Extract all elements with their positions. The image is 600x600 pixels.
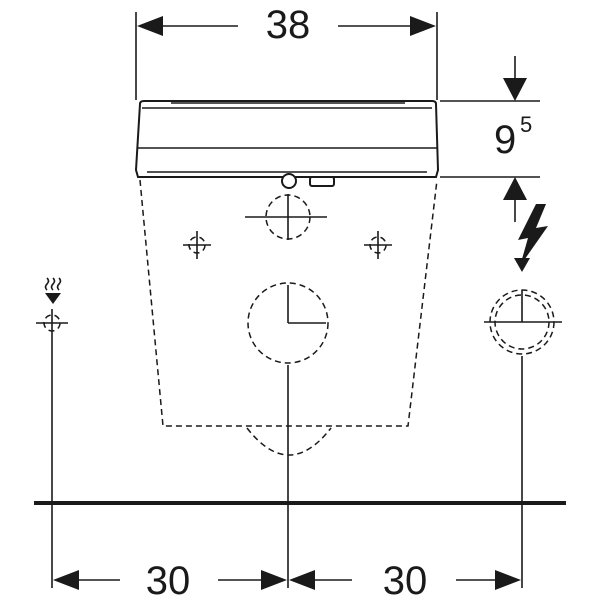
right-height-dimension: 9 5 bbox=[440, 56, 540, 222]
connector-clip bbox=[309, 176, 335, 187]
water-supply-connection bbox=[36, 277, 68, 588]
bottom-right-dimension: 30 bbox=[289, 559, 521, 600]
connector-knob bbox=[281, 173, 297, 189]
electrical-connection bbox=[484, 204, 562, 588]
main-outlet-marker bbox=[247, 282, 329, 588]
lightning-icon bbox=[514, 204, 548, 272]
height-superscript-label: 5 bbox=[520, 112, 532, 137]
upper-drain-marker bbox=[245, 194, 327, 240]
top-width-dimension: 38 bbox=[135, 3, 438, 100]
top-width-label: 38 bbox=[266, 3, 311, 47]
left-spacing-label: 30 bbox=[146, 559, 191, 600]
bottom-left-dimension: 30 bbox=[53, 559, 287, 600]
right-spacing-label: 30 bbox=[383, 559, 428, 600]
bowl-outline bbox=[139, 179, 438, 456]
water-supply-icon bbox=[44, 277, 62, 304]
left-fixing-marker bbox=[183, 231, 211, 259]
cistern-housing bbox=[134, 100, 440, 189]
right-fixing-marker bbox=[364, 231, 392, 259]
height-base-label: 9 bbox=[494, 118, 516, 162]
